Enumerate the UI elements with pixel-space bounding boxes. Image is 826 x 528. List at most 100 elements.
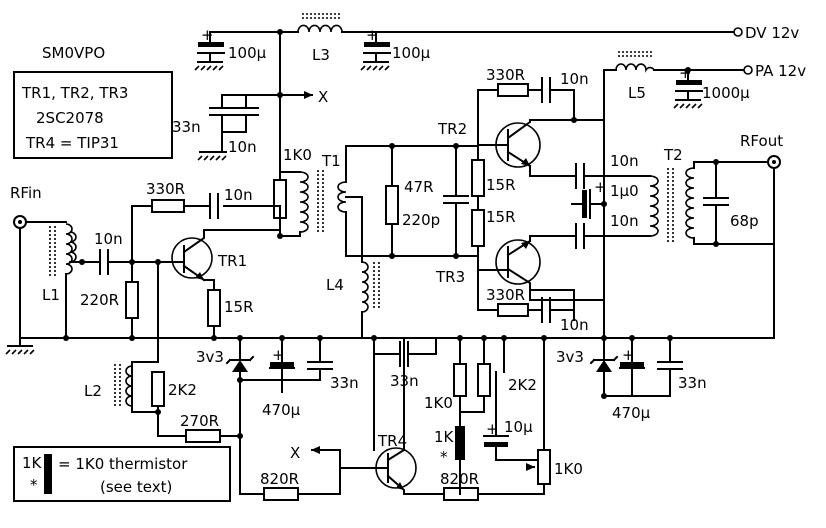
r820-a-label: 820R — [260, 470, 299, 488]
pa-port-terminal[interactable] — [743, 65, 753, 75]
c10-tr2fb-label: 10n — [560, 70, 589, 88]
d3v3-a-zener — [225, 337, 255, 437]
c33-a-capacitor — [281, 337, 333, 381]
c-dv2-capacitor: + — [360, 26, 391, 71]
r47-resistor — [385, 185, 399, 225]
c470-b-capacitor: + — [619, 337, 645, 397]
r15-tr3-label: 15R — [486, 208, 516, 226]
c10-tr1fb-capacitor — [209, 193, 219, 219]
c10-top-label: 10n — [228, 138, 257, 156]
d3v3-b-label: 3v3 — [556, 348, 584, 366]
t2-transformer — [649, 167, 695, 244]
r820-a-resistor — [263, 487, 299, 501]
r330-tr3-label: 330R — [486, 286, 525, 304]
tr3-feedback-wire — [477, 269, 575, 311]
l5-label: L5 — [628, 84, 646, 102]
key-thermistor-icon — [44, 454, 52, 494]
pa-port-label: PA 12v — [755, 62, 806, 80]
r330-tr2-label: 330R — [486, 66, 525, 84]
r1k0-b-label: 1K0 — [424, 394, 453, 412]
r330-tr2-resistor — [497, 83, 529, 97]
x-bot-label: X — [290, 444, 300, 462]
l4-label: L4 — [326, 276, 344, 294]
rfin-wires — [19, 221, 67, 345]
x-bot-wire — [311, 446, 341, 469]
svg-text:+: + — [486, 420, 499, 438]
r15-tr3-resistor — [471, 209, 485, 247]
t2-label: T2 — [663, 146, 683, 164]
r2k2-a-resistor — [151, 371, 165, 407]
svg-text:+: + — [201, 26, 214, 44]
r15-tr1-resistor — [207, 289, 221, 327]
c10-t2b-capacitor — [575, 223, 585, 249]
l2-branch-wires — [131, 261, 159, 413]
c10u-capacitor: + — [483, 371, 545, 461]
thermistor-label: 1K — [434, 428, 455, 446]
x-top-label: X — [318, 88, 328, 106]
r47-label: 47R — [404, 178, 434, 196]
tr4-transistor — [339, 425, 417, 495]
tr4-label: TR4 — [377, 432, 407, 450]
c68p-capacitor — [703, 161, 729, 245]
rfin-port-label: RFin — [10, 184, 42, 202]
c-dv2-label: 100µ — [392, 44, 431, 62]
l4-inductor — [361, 261, 380, 313]
r2k2-b-label: 2K2 — [508, 376, 537, 394]
tr3-label: TR3 — [435, 268, 465, 286]
c10-top-capacitor — [221, 107, 259, 133]
c220p-label: 220p — [402, 211, 440, 229]
r330-tr1-label: 330R — [146, 180, 185, 198]
r15-tr2-resistor — [471, 159, 485, 197]
svg-text:+: + — [622, 346, 635, 364]
svg-text:+: + — [272, 346, 285, 364]
r220-resistor — [125, 281, 139, 319]
author-label: SM0VPO — [42, 44, 105, 62]
legend-box — [13, 71, 173, 159]
tr1-transistor — [157, 235, 213, 282]
c33-c-capacitor — [657, 337, 683, 397]
thermistor — [455, 426, 465, 460]
c470-a-label: 470µ — [262, 401, 301, 419]
t1-secondary-wires — [345, 145, 479, 263]
l1-label: L1 — [42, 286, 60, 304]
tr2-transistor — [477, 119, 541, 168]
pot1k0-potentiometer[interactable] — [537, 449, 551, 485]
c220p-capacitor — [443, 145, 469, 257]
r1k0-c-resistor — [477, 363, 491, 397]
r220-label: 220R — [80, 291, 119, 309]
l3-inductor — [297, 13, 343, 33]
c10-tr2fb-capacitor — [541, 77, 551, 103]
decoupling-top-wire — [221, 94, 281, 109]
pot1k0-label: 1K0 — [554, 460, 583, 478]
dv-port-terminal[interactable] — [733, 27, 743, 37]
tr2-label: TR2 — [437, 120, 467, 138]
t1-transformer — [299, 170, 347, 234]
c10-in-capacitor — [81, 249, 159, 275]
r15-tr2-label: 15R — [486, 176, 516, 194]
legend-line-2: 2SC2078 — [36, 109, 104, 127]
c-dv1-capacitor: + — [194, 26, 225, 71]
l1-inductor — [49, 223, 77, 276]
c1u0-capacitor: + — [571, 178, 607, 219]
legend-line-3: TR4 = TIP31 — [25, 134, 119, 152]
c10-tr3fb-capacitor — [541, 297, 551, 323]
c10u-label: 10µ — [504, 418, 533, 436]
c33-top-label: 33n — [172, 118, 201, 136]
c470-a-capacitor: + — [269, 337, 295, 393]
tr2-feedback-wire — [477, 89, 575, 146]
l2-label: L2 — [84, 382, 102, 400]
x-top-wire — [279, 31, 313, 99]
pa-rail-wire — [603, 69, 745, 121]
r1k0-b-resistor — [453, 363, 467, 397]
c33-b-capacitor — [399, 341, 409, 367]
t2-secondary-wires — [693, 161, 775, 245]
tr1-label: TR1 — [217, 252, 247, 270]
t1-primary-wires — [279, 171, 301, 237]
r1k0-top-label: 1K0 — [283, 146, 312, 164]
l5-inductor — [615, 51, 655, 73]
key-star: * — [30, 476, 38, 494]
l2-inductor — [114, 364, 133, 408]
dv-port-label: DV 12v — [745, 24, 799, 42]
t1-label: T1 — [321, 152, 341, 170]
